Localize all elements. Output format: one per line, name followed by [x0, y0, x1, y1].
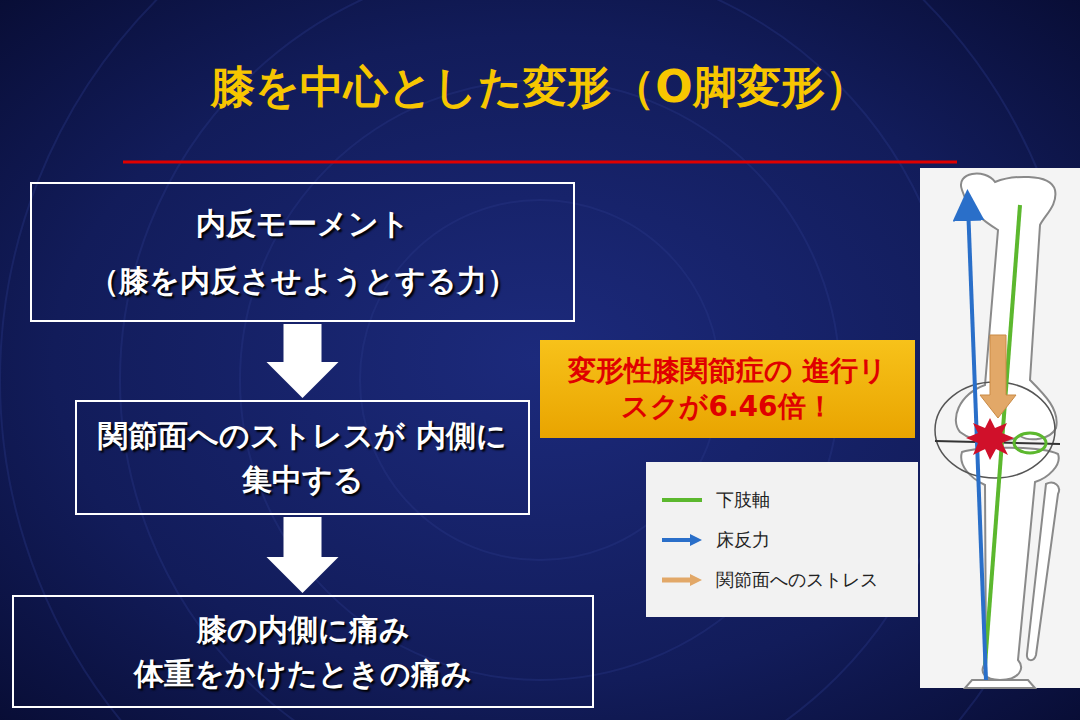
result-box: 膝の内側に痛み体重をかけたときの痛み — [12, 595, 594, 708]
legend-text: 関節面へのストレス — [716, 568, 878, 592]
lateral-joint-ring — [1014, 433, 1046, 453]
callout-box: 変形性膝関節症の 進行リスクが6.46倍！ — [540, 340, 915, 438]
process-box: 関節面へのストレスが 内側に集中する — [75, 400, 530, 515]
title-underline — [123, 161, 957, 164]
flow-arrow — [267, 324, 339, 398]
process-box: 内反モーメント（膝を内反させようとする力） — [30, 182, 575, 322]
legend-sample — [660, 493, 704, 507]
box-text: 内反モーメント — [196, 195, 410, 252]
legend-text: 下肢軸 — [716, 488, 770, 512]
illustration-panel — [920, 168, 1080, 688]
stress-burst — [966, 418, 1014, 460]
box-text: 体重をかけたときの痛み — [134, 652, 472, 696]
legend-text: 床反力 — [716, 528, 770, 552]
box-text: 関節面へのストレスが 内側に集中する — [91, 414, 514, 501]
legend-sample — [660, 573, 704, 587]
box-text: 膝の内側に痛み — [197, 608, 410, 652]
slide-title: 膝を中心とした変形（O脚変形） — [0, 58, 1080, 117]
legend-row: 下肢軸 — [660, 480, 918, 520]
flow-arrow — [267, 517, 339, 593]
legend-panel: 下肢軸床反力関節面へのストレス — [646, 462, 918, 617]
legend-row: 床反力 — [660, 520, 918, 560]
leg-bones — [956, 174, 1059, 688]
legend-row: 関節面へのストレス — [660, 560, 918, 600]
legend-sample — [660, 533, 704, 547]
box-text: （膝を内反させようとする力） — [89, 252, 517, 309]
stress-arrow — [980, 335, 1016, 418]
callout-text: 変形性膝関節症の 進行リスクが6.46倍！ — [554, 353, 901, 426]
